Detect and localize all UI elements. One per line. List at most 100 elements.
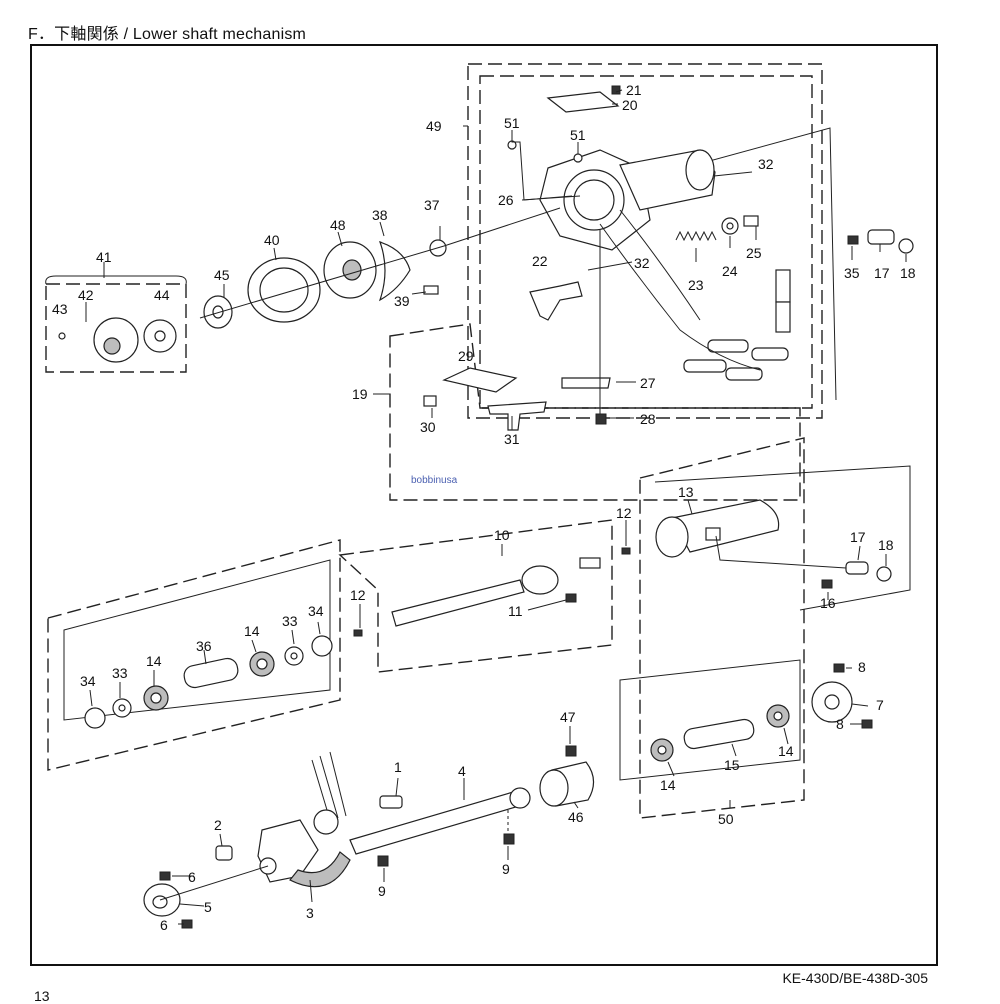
lever-22 [529,281,583,321]
screw-25 [743,215,759,227]
part-label-28: 28 [640,411,656,427]
part-label-35: 35 [844,265,860,281]
part-label-51: 51 [570,127,586,143]
gear-3 [257,819,351,888]
washer-33-right [284,646,304,666]
part-label-33: 33 [282,613,298,629]
hook-housing-26 [539,149,716,251]
set-screw-8-bottom [861,719,873,729]
bushing-13 [655,499,780,558]
part-label-4: 4 [458,763,466,779]
part-label-2: 2 [214,817,222,833]
spring-43 [58,332,66,340]
part-label-16: 16 [820,595,836,611]
group-outline-41 [45,283,187,373]
part-label-31: 31 [504,431,520,447]
part-label-34: 34 [80,673,96,689]
collar-5 [143,883,181,917]
part-label-3: 3 [306,905,314,921]
part-label-25: 25 [746,245,762,261]
set-screw-8-top [833,663,845,673]
part-label-13: 13 [678,484,694,500]
part-label-34: 34 [308,603,324,619]
part-label-29: 29 [458,348,474,364]
bobbin-case-42 [93,317,139,363]
assembly-line-frame-14 [619,659,801,781]
part-label-9: 9 [502,861,510,877]
part-label-20: 20 [622,97,638,113]
cable-32 [599,223,761,371]
part-label-41: 41 [96,249,112,265]
washer-33-left [112,698,132,718]
ring-34-left [84,707,106,729]
part-label-17: 17 [850,529,866,545]
bearing-14-c [650,738,674,762]
part-label-32: 32 [634,255,650,271]
part-label-9: 9 [378,883,386,899]
leader-lines [85,89,907,925]
part-label-5: 5 [204,899,212,915]
nut-2 [215,845,233,861]
page-title: F．下軸関係 / Lower shaft mechanism [28,26,307,43]
part-label-14: 14 [778,743,794,759]
part-label-14: 14 [660,777,676,793]
hook-40 [247,257,321,323]
part-label-12: 12 [616,505,632,521]
screw-28 [595,413,607,425]
part-label-36: 36 [196,638,212,654]
ring-18-top [898,238,914,254]
set-screw-6-top [159,871,171,881]
ring-18-mid [876,566,892,582]
cable-32b [619,209,701,321]
pin-17-top [867,229,895,245]
part-label-51: 51 [504,115,520,131]
page-number: 13 [34,988,50,1004]
sleeve-36 [183,657,239,689]
ring-34-right [311,635,333,657]
set-screw-16 [821,579,833,589]
part-label-38: 38 [372,207,388,223]
bearing-14-d [766,704,790,728]
part-label-18: 18 [878,537,894,553]
bearing-14-b [249,651,275,677]
part-label-10: 10 [494,527,510,543]
crank-arm [311,751,347,835]
part-label-47: 47 [560,709,576,725]
part-label-12: 12 [350,587,366,603]
group-outline-lower-left [47,539,341,771]
collar-7 [811,681,853,723]
part-label-1: 1 [394,759,402,775]
assembly-line-lower-frame [63,559,331,721]
part-label-6: 6 [188,869,196,885]
washer-44 [143,319,177,353]
bobbin-45 [203,295,233,329]
part-label-49: 49 [426,118,442,134]
axis-line-hook [199,207,561,319]
group-outline-10 [338,519,613,673]
shaft-10 [391,557,601,627]
part-label-44: 44 [154,287,170,303]
spring-23 [675,230,717,242]
group-outline-19 [389,323,801,501]
sleeve-15 [683,718,755,750]
model-code: KE-430D/BE-438D-305 [782,970,928,986]
part-label-39: 39 [394,293,410,309]
screw-21 [611,85,621,95]
set-screw-11 [565,593,577,603]
bushing-46 [539,761,595,807]
screw-39 [423,285,439,295]
part-label-27: 27 [640,375,656,391]
part-label-23: 23 [688,277,704,293]
part-label-22: 22 [532,253,548,269]
set-screw-12-left [353,629,363,637]
part-label-43: 43 [52,301,68,317]
part-label-50: 50 [718,811,734,827]
rotary-hook-48 [323,241,377,299]
axis-line-13 [715,535,847,569]
part-label-15: 15 [724,757,740,773]
screw-1 [379,795,403,809]
part-label-30: 30 [420,419,436,435]
screw-30 [423,395,437,407]
part-label-14: 14 [146,653,162,669]
